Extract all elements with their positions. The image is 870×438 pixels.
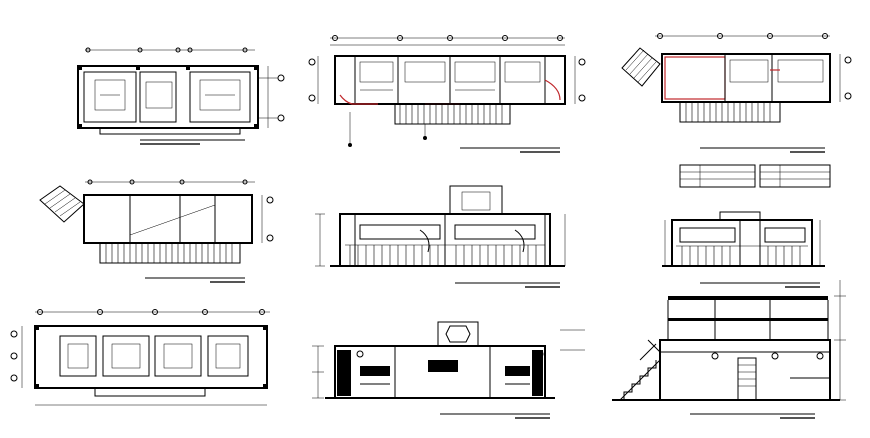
drawing-plan-first-floor [621,33,852,188]
outer-wall [77,65,259,129]
red-markup [339,94,378,105]
exterior-stair [619,339,661,401]
level-markers [312,329,585,399]
drawing-plan-ground-floor [308,35,586,153]
building-body [659,339,831,401]
schedule-table [679,164,831,188]
railing [345,244,545,266]
drawing-elevation-side [662,211,825,288]
drawing-elevation-rear [312,321,585,419]
stair-diagonal [621,47,661,87]
drawing-elevation-front [315,185,566,288]
deck [99,242,241,264]
level-markers [834,280,846,401]
roof-slab [668,296,828,300]
room [139,71,177,123]
outer-wall [83,194,253,244]
grid-bubbles-right [261,195,274,243]
outer-wall [34,325,268,389]
facade [671,219,813,267]
grid-bubbles-right [258,66,285,128]
drawing-plan-ceiling [10,309,270,406]
dimension-line-top [655,33,830,39]
slope-line [129,204,216,236]
grid-bubbles-right [574,56,586,104]
dimension-line-top [35,309,270,315]
deck [679,101,781,123]
grid-bubbles-right [839,54,852,102]
grid-bubbles-left [308,56,319,104]
deck-hatch [399,104,503,124]
dimension-line-top [85,179,255,185]
dimension-line-top [330,35,565,46]
drawing-section-stair [612,280,846,419]
outer-wall [661,53,831,103]
room [83,71,137,123]
drawing-plan-roof [39,179,274,283]
drawing-plan-foundation [77,47,285,145]
dimension-line-top [85,47,255,53]
room [189,71,251,123]
step [99,127,241,135]
stair-diagonal [39,185,85,223]
grid-bubbles-left [10,326,23,388]
deck [394,103,511,125]
